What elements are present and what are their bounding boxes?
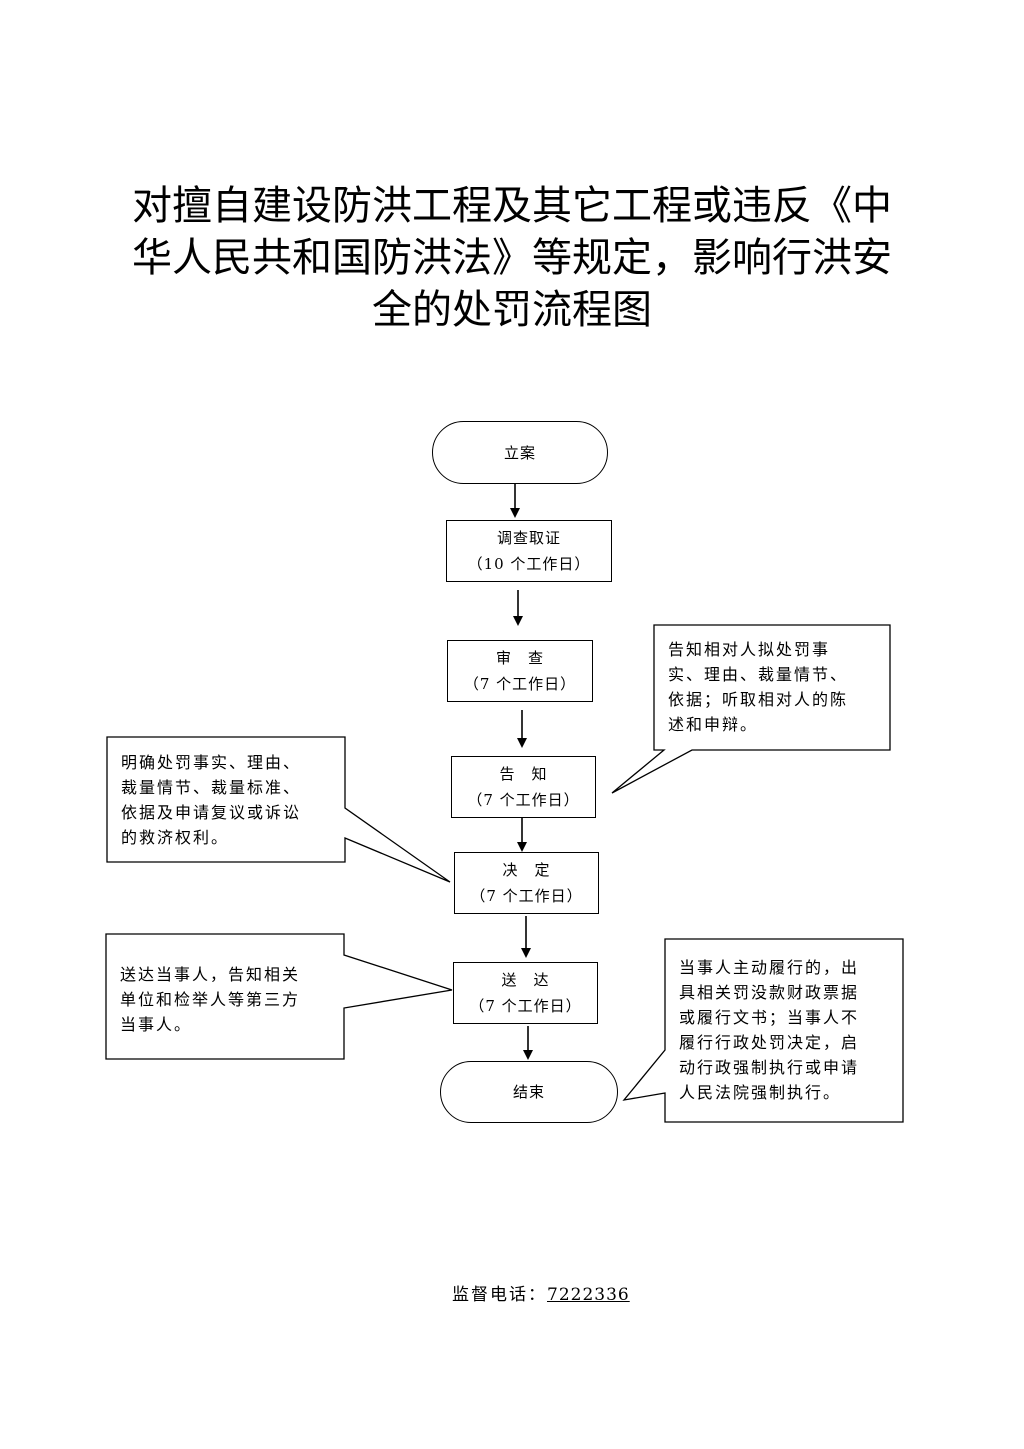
note-line: 实、理由、裁量情节、 bbox=[668, 665, 849, 684]
note-line: 履行行政处罚决定，启 bbox=[679, 1033, 860, 1052]
note-line: 动行政强制执行或申请 bbox=[679, 1058, 860, 1077]
title-line-3: 全的处罚流程图 bbox=[372, 287, 652, 333]
start-node: 立案 bbox=[432, 421, 608, 484]
note-end-right: 当事人主动履行的，出 具相关罚没款财政票据 或履行文书；当事人不 履行行政处罚决… bbox=[667, 947, 903, 1113]
notify-duration: （7 个工作日） bbox=[467, 791, 580, 809]
end-label: 结束 bbox=[512, 1083, 545, 1101]
note-line: 或履行文书；当事人不 bbox=[679, 1008, 860, 1027]
title-line-2: 华人民共和国防洪法》等规定，影响行洪安 bbox=[132, 235, 892, 281]
note-notify-right: 告知相对人拟处罚事 实、理由、裁量情节、 依据；听取相对人的陈 述和申辩。 bbox=[656, 629, 890, 745]
note-line: 明确处罚事实、理由、 bbox=[121, 753, 302, 772]
note-line: 裁量情节、裁量标准、 bbox=[121, 778, 302, 797]
page-title: 对擅自建设防洪工程及其它工程或违反《中 华人民共和国防洪法》等规定，影响行洪安 … bbox=[120, 180, 904, 336]
callout-deliver-left bbox=[105, 933, 453, 1060]
note-line: 依据及申请复议或诉讼 bbox=[121, 803, 302, 822]
note-deliver-left: 送达当事人，告知相关 单位和检举人等第三方 当事人。 bbox=[108, 954, 344, 1045]
note-line: 具相关罚没款财政票据 bbox=[679, 983, 860, 1002]
investigate-label: 调查取证 bbox=[496, 529, 561, 547]
note-line: 依据；听取相对人的陈 bbox=[668, 690, 849, 709]
supervision-phone: 监督电话：7222336 bbox=[452, 1280, 630, 1305]
deliver-label: 送 达 bbox=[501, 971, 550, 989]
note-line: 当事人。 bbox=[120, 1015, 193, 1034]
decide-label: 决 定 bbox=[502, 861, 551, 879]
note-line: 述和申辩。 bbox=[668, 715, 759, 734]
callout-notify-right bbox=[611, 624, 891, 794]
review-node: 审 查 （7 个工作日） bbox=[447, 640, 593, 702]
callout-end-right bbox=[622, 938, 904, 1123]
callout-decide-left bbox=[106, 736, 451, 883]
notify-node: 告 知 （7 个工作日） bbox=[451, 756, 596, 818]
note-line: 告知相对人拟处罚事 bbox=[668, 640, 831, 659]
note-line: 当事人主动履行的，出 bbox=[679, 958, 860, 977]
investigate-duration: （10 个工作日） bbox=[467, 555, 591, 573]
decide-node: 决 定 （7 个工作日） bbox=[454, 852, 599, 914]
notify-label: 告 知 bbox=[499, 765, 548, 783]
note-line: 的救济权利。 bbox=[121, 828, 230, 847]
supervision-phone-number: 7222336 bbox=[547, 1285, 630, 1305]
note-line: 送达当事人，告知相关 bbox=[120, 965, 301, 984]
review-duration: （7 个工作日） bbox=[463, 675, 577, 693]
deliver-node: 送 达 （7 个工作日） bbox=[453, 962, 598, 1024]
note-decide-left: 明确处罚事实、理由、 裁量情节、裁量标准、 依据及申请复议或诉讼 的救济权利。 bbox=[109, 742, 345, 858]
end-node: 结束 bbox=[440, 1061, 618, 1123]
start-label: 立案 bbox=[503, 443, 536, 462]
note-line: 人民法院强制执行。 bbox=[679, 1083, 842, 1102]
investigate-node: 调查取证 （10 个工作日） bbox=[446, 520, 612, 582]
review-label: 审 查 bbox=[495, 649, 544, 667]
supervision-phone-label: 监督电话： bbox=[452, 1285, 547, 1305]
deliver-duration: （7 个工作日） bbox=[469, 997, 582, 1015]
decide-duration: （7 个工作日） bbox=[470, 887, 583, 905]
note-line: 单位和检举人等第三方 bbox=[120, 990, 301, 1009]
title-line-1: 对擅自建设防洪工程及其它工程或违反《中 bbox=[132, 183, 892, 229]
